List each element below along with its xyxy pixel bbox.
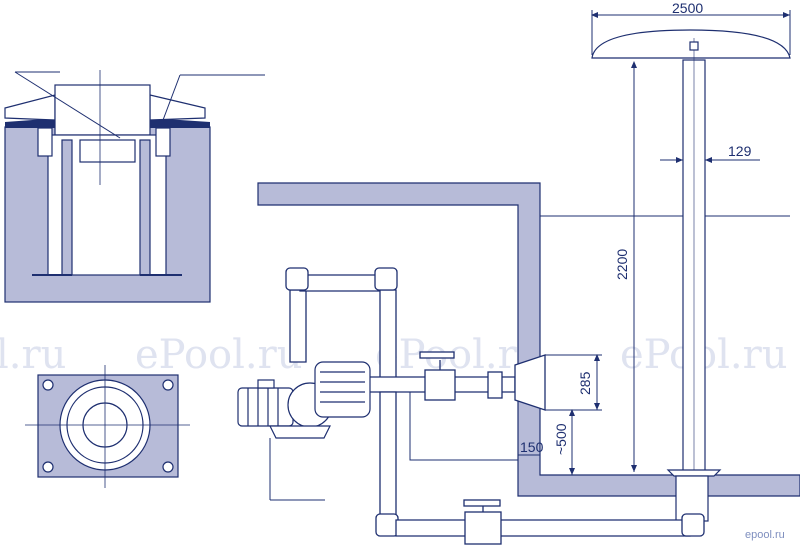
bolt-tl bbox=[42, 379, 54, 391]
anchor-left bbox=[37, 127, 53, 157]
pool-wall bbox=[257, 182, 800, 497]
leader-2b bbox=[159, 74, 181, 129]
stem-base bbox=[666, 469, 722, 477]
lid-left bbox=[4, 94, 56, 121]
elbow-tr bbox=[374, 267, 398, 291]
bolt-br bbox=[162, 461, 174, 473]
pipe-bottom bbox=[395, 519, 691, 537]
dimensions bbox=[517, 10, 791, 475]
dim-text-2500: 2500 bbox=[672, 0, 703, 16]
pipe-down-right bbox=[379, 289, 397, 386]
section-detail bbox=[4, 70, 265, 303]
elbow-tl bbox=[285, 267, 309, 291]
mushroom-fountain bbox=[591, 29, 791, 522]
leader-1 bbox=[14, 71, 121, 139]
piping bbox=[285, 267, 705, 545]
dim-text-500: ~500 bbox=[553, 423, 569, 455]
anchor-right bbox=[155, 127, 171, 157]
watermark-corner: epool.ru bbox=[745, 529, 785, 541]
cup bbox=[79, 139, 136, 163]
pump-motor bbox=[237, 387, 294, 427]
bolt-bl bbox=[42, 461, 54, 473]
motor-box bbox=[257, 379, 275, 389]
pump-unit bbox=[237, 361, 371, 501]
pump-base bbox=[269, 425, 331, 439]
watermark-text-2: ePool.ru bbox=[135, 332, 303, 378]
suction-line bbox=[409, 392, 518, 461]
cap-bolt bbox=[689, 41, 699, 51]
elbow-br bbox=[681, 513, 705, 537]
pipe-top bbox=[299, 274, 386, 292]
pipe-down-return bbox=[379, 391, 397, 521]
lid-right bbox=[149, 94, 206, 121]
union-1 bbox=[487, 371, 503, 399]
valve-handle-2 bbox=[463, 499, 501, 507]
valve-handle-1 bbox=[419, 351, 455, 359]
pre-filter bbox=[314, 361, 371, 418]
dim-text-2200: 2200 bbox=[614, 249, 630, 280]
dim-text-150: 150 bbox=[520, 439, 544, 455]
bolt-tr bbox=[162, 379, 174, 391]
elbow-bl bbox=[375, 513, 399, 537]
watermark-text-1: l.ru bbox=[0, 332, 66, 378]
inlet-nozzle bbox=[514, 354, 546, 411]
basin-wall bbox=[257, 182, 800, 497]
pipe-up-left bbox=[289, 289, 307, 363]
plan-view bbox=[25, 365, 190, 488]
dim-text-129: 129 bbox=[728, 143, 752, 159]
inner-wall-right bbox=[139, 139, 151, 276]
inner-wall-left bbox=[61, 139, 73, 276]
valve-body-1 bbox=[424, 369, 456, 401]
dim-text-285: 285 bbox=[577, 371, 593, 395]
valve-body-2 bbox=[464, 511, 502, 545]
